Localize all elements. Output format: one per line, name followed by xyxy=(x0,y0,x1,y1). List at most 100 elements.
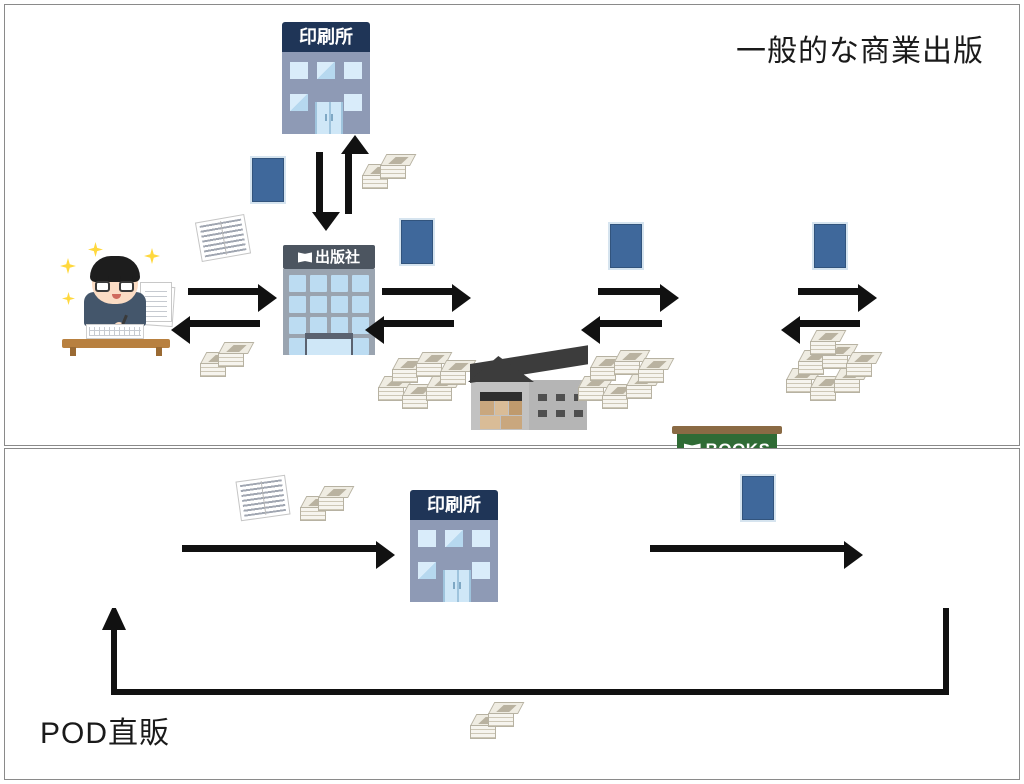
bundle-side xyxy=(470,725,496,739)
money-bundle xyxy=(846,352,883,378)
feedback-arrowhead xyxy=(102,608,126,630)
banknote xyxy=(448,363,469,370)
banknote xyxy=(326,489,347,496)
money-bundle xyxy=(602,384,639,410)
bookstore-eave xyxy=(672,426,782,434)
door-handle xyxy=(453,582,455,589)
money-bundle xyxy=(470,714,507,740)
banknote xyxy=(226,345,247,352)
window xyxy=(352,275,369,292)
desk-leg xyxy=(156,347,162,356)
entrance-door xyxy=(443,570,471,602)
bundle-side xyxy=(786,379,812,393)
bundle-side xyxy=(440,371,466,385)
money-bundle xyxy=(638,358,675,384)
window xyxy=(310,317,327,334)
door-handle xyxy=(325,114,327,121)
door-handle xyxy=(331,114,333,121)
bundle-side xyxy=(614,361,640,375)
printing-plant-building-bottom: 印刷所 xyxy=(410,490,498,602)
bundle-side xyxy=(590,367,616,381)
bundle-side xyxy=(846,363,872,377)
author-glasses xyxy=(95,281,110,292)
window xyxy=(331,317,348,334)
banknote xyxy=(388,157,409,164)
panel-title-commercial: 一般的な商業出版 xyxy=(736,35,984,68)
arrow-author-to-printer-pod xyxy=(182,541,395,569)
bundle-side xyxy=(810,341,836,355)
author-glasses xyxy=(119,281,134,292)
banknote xyxy=(646,361,667,368)
window xyxy=(556,410,565,417)
author-eyebrow xyxy=(96,276,109,279)
author-mouth xyxy=(112,294,121,299)
bundle-side xyxy=(578,387,604,401)
bundle-side xyxy=(602,395,628,409)
manuscript-paper xyxy=(86,324,144,339)
window xyxy=(538,394,547,401)
warehouse-side xyxy=(529,380,587,430)
manuscript-icon xyxy=(235,474,291,522)
window xyxy=(472,530,490,547)
arrow-warehouse-to-bookstore xyxy=(598,284,679,312)
book-cover xyxy=(401,220,433,264)
book-cover xyxy=(814,224,846,268)
desk-leg xyxy=(70,347,76,356)
window xyxy=(310,275,327,292)
bundle-side xyxy=(392,369,418,383)
money-bundle xyxy=(378,376,415,402)
sparkle-icon xyxy=(60,258,76,274)
warehouse-shutter xyxy=(480,392,522,401)
window xyxy=(331,275,348,292)
publisher-building: 出版社 xyxy=(283,245,375,355)
book-cover xyxy=(742,476,774,520)
arrow-author-to-publisher xyxy=(188,284,277,312)
arrow-bookstore-to-readers xyxy=(798,284,877,312)
manuscript-grid xyxy=(89,327,141,336)
window xyxy=(352,317,369,334)
printing-plant-building-top: 印刷所 xyxy=(282,22,370,134)
printing-plant-label: 印刷所 xyxy=(299,27,353,47)
money-bundle xyxy=(834,368,871,394)
author-eyebrow xyxy=(120,276,133,279)
entrance-door xyxy=(315,102,343,134)
window xyxy=(538,410,547,417)
arrow-publisher-to-author xyxy=(171,316,260,344)
window xyxy=(418,562,436,579)
arrow-publisher-to-printer-up xyxy=(341,135,369,214)
window xyxy=(331,296,348,313)
book-icon xyxy=(812,222,848,270)
window xyxy=(290,62,308,79)
bundle-side xyxy=(626,385,652,399)
bundle-side xyxy=(810,387,836,401)
bundle-side xyxy=(798,361,824,375)
printing-plant-body xyxy=(282,52,370,134)
publisher-label: 出版社 xyxy=(314,248,360,266)
book-icon xyxy=(297,252,312,263)
book-cover xyxy=(610,224,642,268)
publisher-sign: 出版社 xyxy=(283,245,375,269)
door-split xyxy=(329,102,331,134)
arrow-readers-to-author-feedback xyxy=(102,608,949,695)
money-bundle xyxy=(380,154,417,180)
bundle-side xyxy=(378,387,404,401)
bundle-side xyxy=(426,387,452,401)
bundle-side xyxy=(380,165,406,179)
desk xyxy=(62,339,170,348)
sparkle-icon xyxy=(62,292,75,305)
banknote xyxy=(854,355,875,362)
banknote xyxy=(496,705,517,712)
money-bundle xyxy=(392,358,429,384)
book-cover xyxy=(252,158,284,202)
window xyxy=(290,94,308,111)
money-bundle xyxy=(810,330,847,356)
bundle-side xyxy=(834,379,860,393)
arrow-warehouse-to-publisher xyxy=(365,316,454,344)
arrow-bookstore-to-warehouse xyxy=(581,316,662,344)
cardboard-boxes xyxy=(480,401,522,429)
publisher-door-glass xyxy=(307,339,351,355)
arrow-printer-to-publisher-down xyxy=(312,152,340,231)
window xyxy=(289,338,306,355)
arrow-printer-to-readers-pod xyxy=(650,541,863,569)
